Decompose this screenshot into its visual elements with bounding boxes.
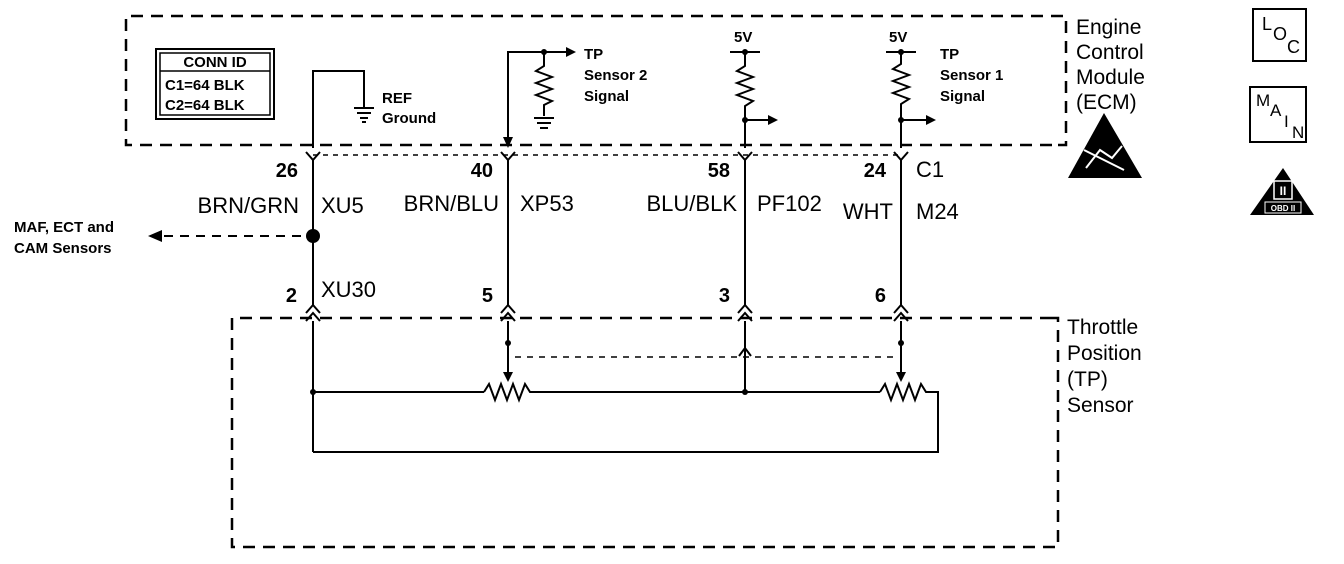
tp-sensor-title-line-3: (TP) bbox=[1067, 368, 1108, 391]
tp-sensor-title-line-1: Throttle bbox=[1067, 316, 1138, 339]
splice-label-2: CAM Sensors bbox=[14, 240, 112, 257]
tp-sensor1-label-2: Sensor 1 bbox=[940, 67, 1003, 84]
wire-4-circuit: M24 bbox=[916, 199, 959, 224]
wire-1-color: BRN/GRN bbox=[198, 193, 299, 218]
wire-2-sensor-pin: 5 bbox=[482, 285, 493, 307]
ecm-title-line-4: (ECM) bbox=[1076, 91, 1137, 114]
tp-sensor2-signal-wire bbox=[507, 51, 570, 140]
ecm-title-line-2: Control bbox=[1076, 41, 1144, 64]
tp-sensor-title-line-2: Position bbox=[1067, 342, 1142, 365]
ecm-title: Engine Control Module (ECM) bbox=[1076, 16, 1145, 114]
wire-1-ecm-pin: 26 bbox=[276, 160, 298, 182]
tp-sensor-outline bbox=[230, 316, 1060, 549]
ground-icon bbox=[354, 107, 374, 123]
ref-ground-label-1: REF bbox=[382, 90, 412, 107]
supply-b-arrow-icon bbox=[926, 115, 936, 125]
loc-icon: L O C bbox=[1252, 8, 1307, 62]
wire-3-color: BLU/BLK bbox=[647, 191, 738, 216]
splice-label-1: MAF, ECT and bbox=[14, 219, 114, 236]
splice-arrow-icon bbox=[148, 230, 162, 242]
conn-id-border bbox=[155, 48, 275, 120]
ecm-title-line-3: Module bbox=[1076, 66, 1145, 89]
main-icon-m: M bbox=[1256, 91, 1270, 110]
supply-a-label: 5V bbox=[734, 29, 752, 46]
supply-b-resistor bbox=[890, 52, 912, 148]
conn-id-title: CONN ID bbox=[183, 54, 247, 71]
main-icon: M A I N bbox=[1249, 86, 1307, 143]
tp-sensor2-output-arrow-icon bbox=[566, 47, 576, 57]
loc-icon-c: C bbox=[1287, 37, 1300, 57]
tp-sensor2-input-arrow-icon bbox=[503, 137, 513, 148]
wire-3-circuit: PF102 bbox=[757, 191, 822, 216]
wire-4-color: WHT bbox=[843, 199, 893, 224]
ecm-title-line-1: Engine bbox=[1076, 16, 1141, 39]
esd-warning-icon bbox=[1068, 113, 1142, 178]
wire-3-sensor-pin: 3 bbox=[719, 285, 730, 307]
ecm-connector-chevrons bbox=[305, 151, 909, 162]
obd-ii-label: OBD II bbox=[1271, 204, 1295, 213]
tp-sensor-title: Throttle Position (TP) Sensor bbox=[1067, 316, 1142, 417]
tp-sensor2-label-1: TP bbox=[584, 46, 603, 63]
conn-id-line-1: C1=64 BLK bbox=[165, 77, 245, 94]
splice-junction bbox=[306, 229, 320, 243]
conn-id-box: CONN ID C1=64 BLK C2=64 BLK bbox=[155, 48, 275, 120]
wire-1-sensor-pin: 2 bbox=[286, 285, 297, 307]
conn-id-inner-border bbox=[159, 52, 271, 116]
ref-ground-wire bbox=[312, 70, 365, 148]
connector-c1-label: C1 bbox=[916, 157, 944, 182]
main-icon-n: N bbox=[1292, 123, 1304, 142]
wire-2-color: BRN/BLU bbox=[404, 191, 499, 216]
tp-sensor-internal-circuit bbox=[310, 321, 939, 453]
wire-4-ecm-pin: 24 bbox=[864, 160, 887, 182]
main-icon-i: I bbox=[1284, 112, 1289, 131]
supply-b-label: 5V bbox=[889, 29, 907, 46]
obd-ii-mark: II bbox=[1280, 184, 1287, 198]
tp-sensor-title-line-4: Sensor bbox=[1067, 394, 1134, 417]
wire-2-ecm-pin: 40 bbox=[471, 160, 493, 182]
conn-id-line-2: C2=64 BLK bbox=[165, 97, 245, 114]
tp-sensor2-label-2: Sensor 2 bbox=[584, 67, 647, 84]
wire-1-circuit: XU5 bbox=[321, 193, 364, 218]
tp-sensor1-label-3: Signal bbox=[940, 88, 985, 105]
wire-2-circuit: XP53 bbox=[520, 191, 574, 216]
supply-a-arrow-icon bbox=[768, 115, 778, 125]
ecm-module-outline bbox=[124, 14, 1068, 147]
obd-ii-icon: II OBD II bbox=[1250, 168, 1314, 215]
ref-ground-label-2: Ground bbox=[382, 110, 436, 127]
tp-sensor1-label-1: TP bbox=[940, 46, 959, 63]
loc-icon-o: O bbox=[1273, 24, 1287, 44]
wire-3-ecm-pin: 58 bbox=[708, 160, 730, 182]
tp-sensor2-label-3: Signal bbox=[584, 88, 629, 105]
wire-1-sensor-circuit: XU30 bbox=[321, 277, 376, 302]
loc-icon-l: L bbox=[1262, 14, 1272, 34]
wire-4-sensor-pin: 6 bbox=[875, 285, 886, 307]
tp-sensor2-ground-icon bbox=[534, 117, 554, 129]
supply-a-resistor bbox=[734, 52, 756, 148]
tp-sensor2-pulldown-resistor bbox=[533, 52, 555, 116]
main-icon-a: A bbox=[1270, 101, 1282, 120]
